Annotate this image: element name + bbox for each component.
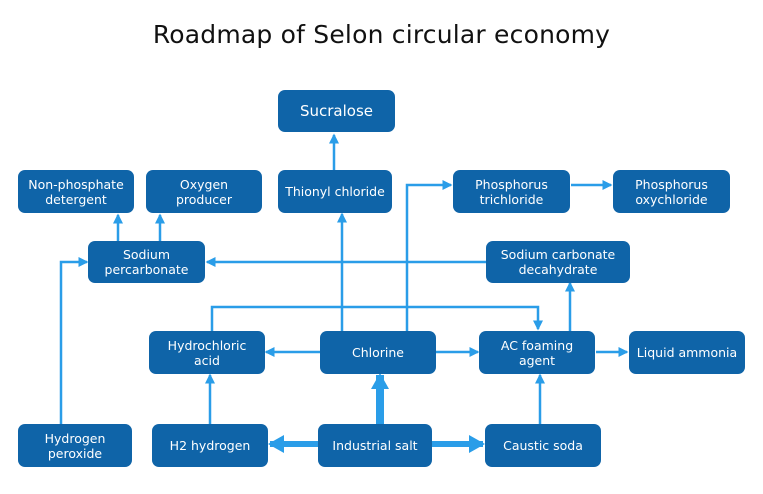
node-ac-foaming-agent: AC foaming agent	[479, 331, 595, 374]
node-chlorine: Chlorine	[320, 331, 436, 374]
diagram-title: Roadmap of Selon circular economy	[152, 20, 611, 49]
node-liquid-ammonia: Liquid ammonia	[629, 331, 745, 374]
arrow-peroxide-to-percarbonate	[59, 257, 89, 424]
arrow-hcl-to-ac	[210, 305, 543, 331]
node-oxygen-producer: Oxygen producer	[146, 170, 262, 213]
node-sucralose: Sucralose	[278, 90, 395, 132]
arrow-chlorine-to-pcl3	[405, 180, 453, 331]
node-sodium-percarbonate: Sodium percarbonate	[88, 241, 205, 283]
node-hydrogen-peroxide: Hydrogen peroxide	[18, 424, 132, 467]
node-h2-hydrogen: H2 hydrogen	[152, 424, 268, 467]
node-hydrochloric-acid: Hydrochloric acid	[149, 331, 265, 374]
node-caustic-soda: Caustic soda	[485, 424, 601, 467]
node-industrial-salt: Industrial salt	[318, 424, 432, 467]
node-sodium-carbonate-decahydrate: Sodium carbonate decahydrate	[486, 241, 630, 283]
node-non-phosphate-detergent: Non-phosphate detergent	[18, 170, 134, 213]
node-thionyl-chloride: Thionyl chloride	[278, 170, 392, 213]
node-phosphorus-trichloride: Phosphorus trichloride	[453, 170, 570, 213]
node-phosphorus-oxychloride: Phosphorus oxychloride	[613, 170, 730, 213]
